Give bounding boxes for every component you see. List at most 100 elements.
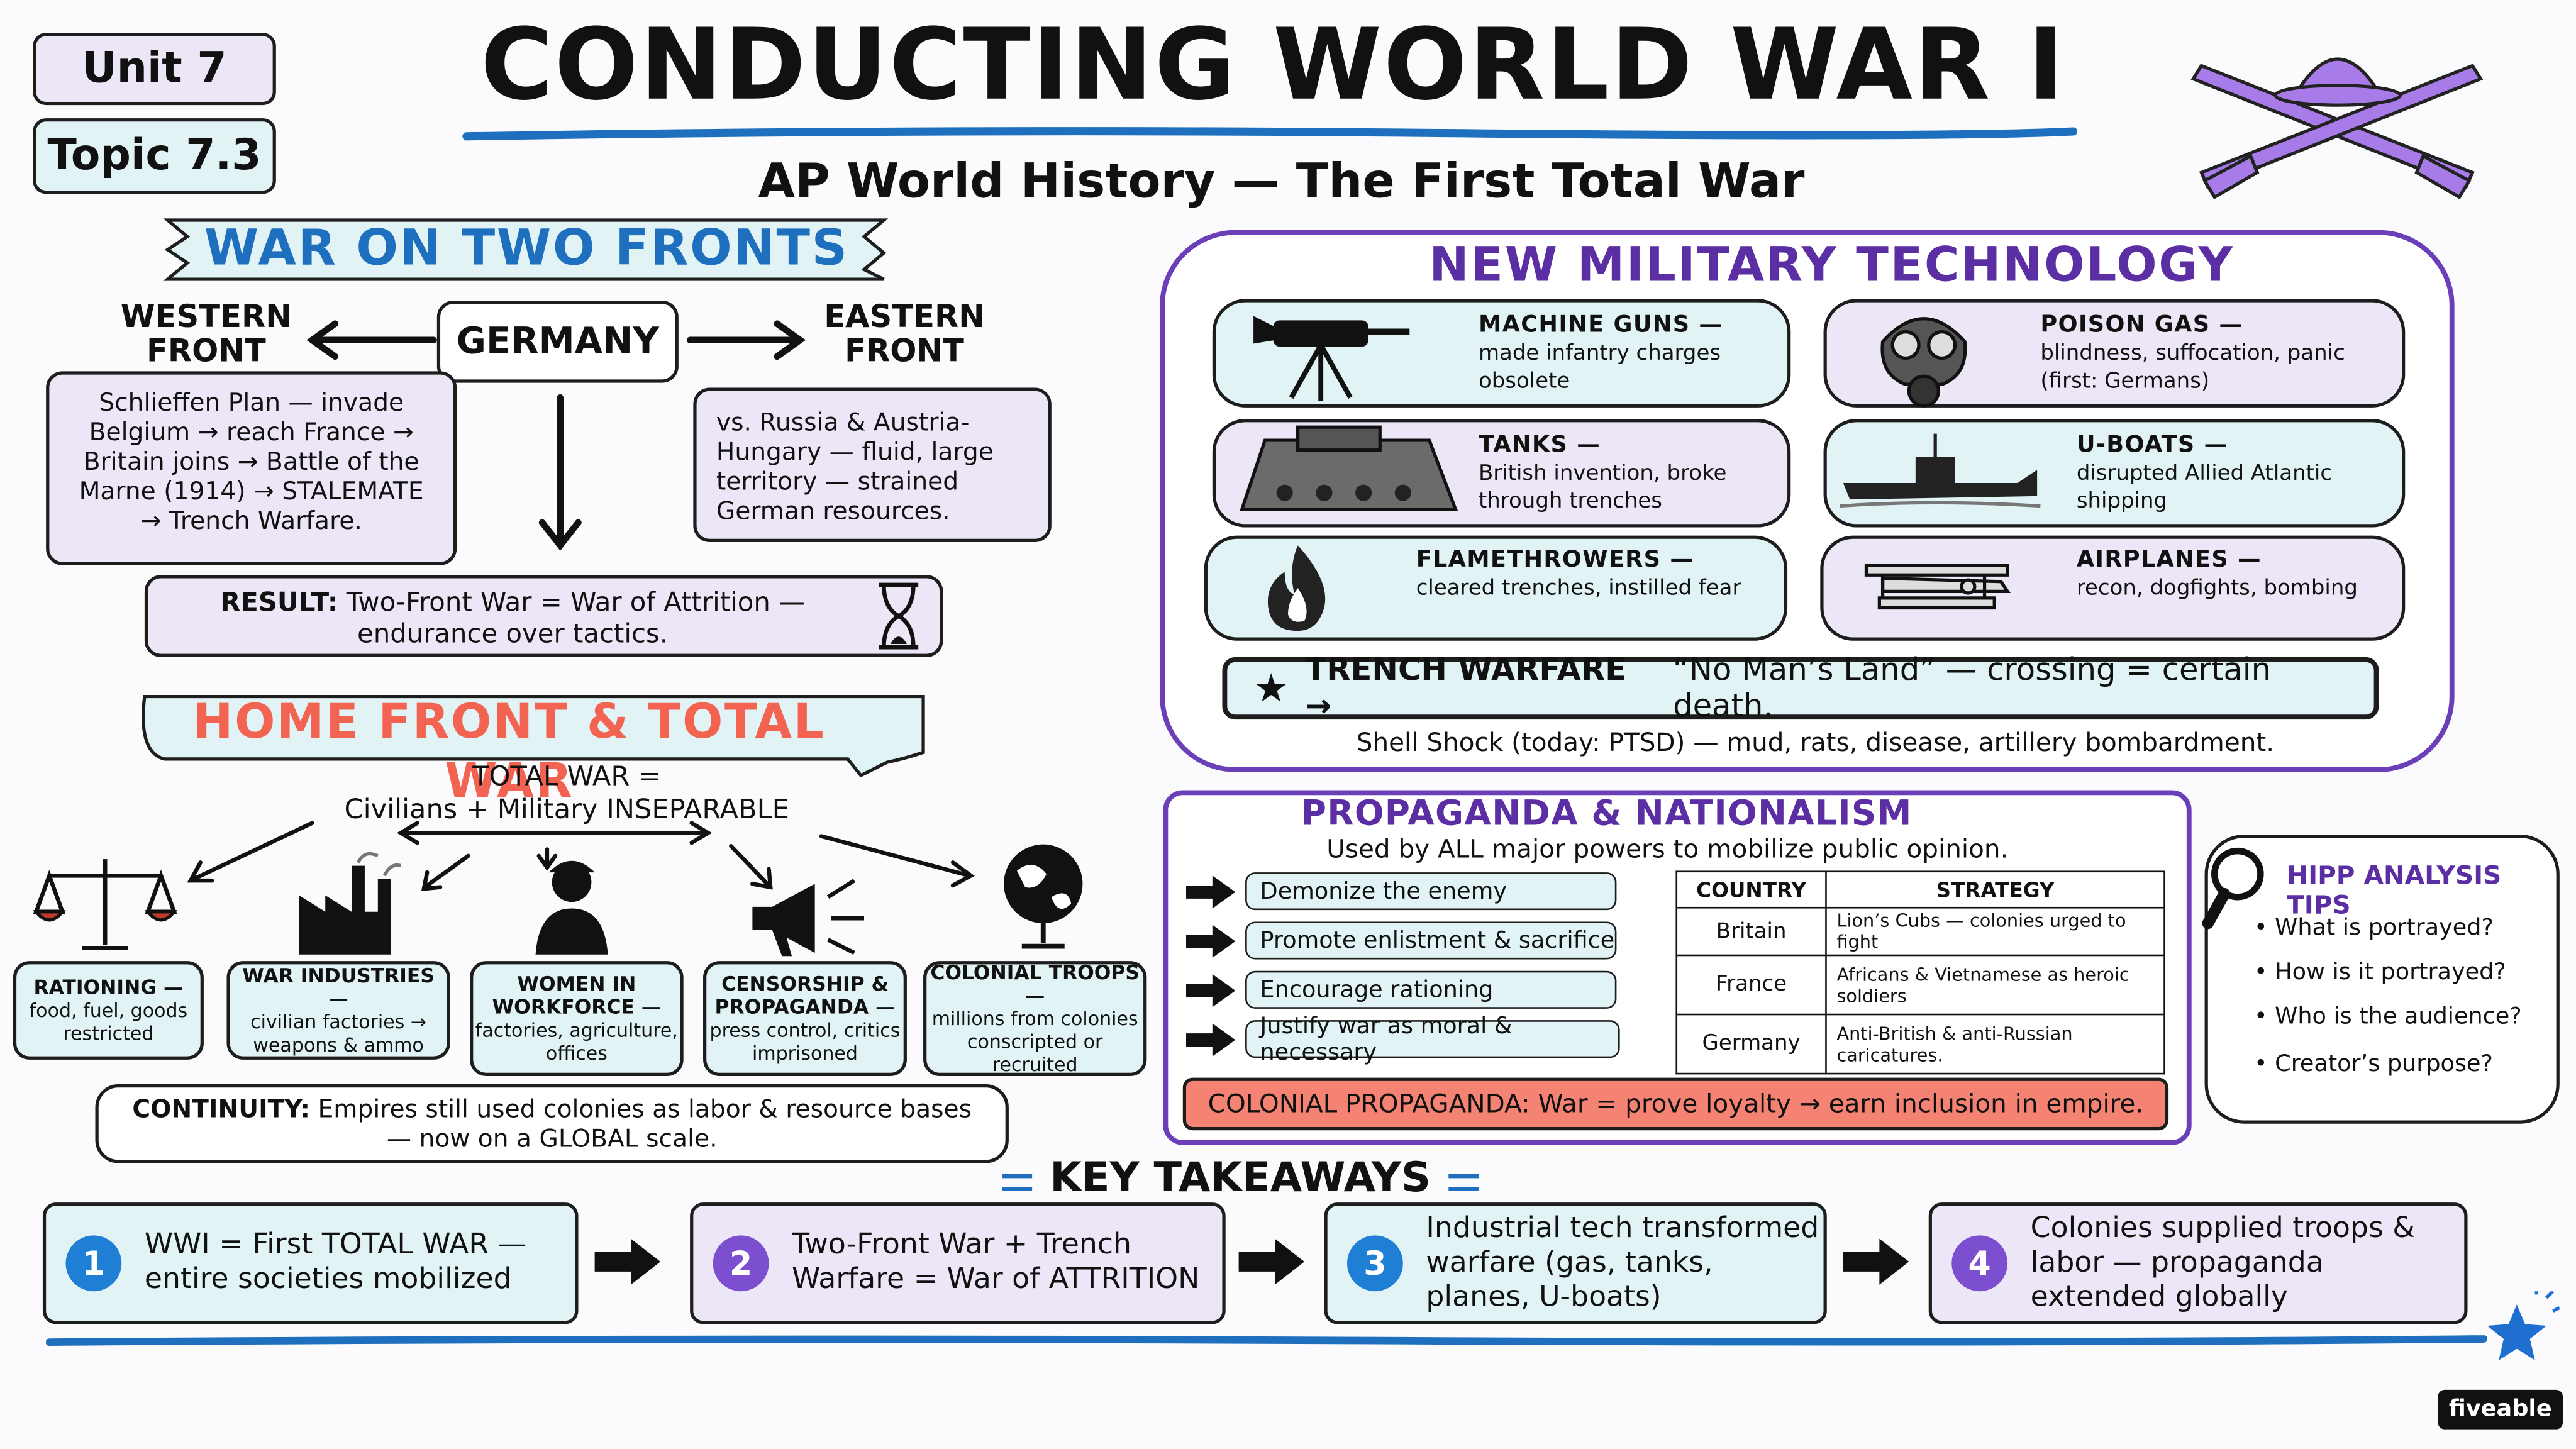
takeaway-card-3: 3 Industrial tech transformed warfare (g… — [1324, 1202, 1827, 1324]
front-arrows — [306, 320, 806, 551]
flamethrowers-title: FLAMETHROWERS — — [1416, 547, 1694, 574]
bottom-line — [46, 1335, 2487, 1346]
sparkle-star-icon — [2487, 1291, 2560, 1360]
key-takeaways-label: KEY TAKEAWAYS — [1050, 1153, 1431, 1201]
hipp-title: HIPP ANALYSIS TIPS — [2287, 860, 2502, 920]
page-title: CONDUCTING WORLD WAR I — [480, 8, 2066, 123]
home-front-banner-shape — [142, 694, 925, 778]
home-front-arrows — [187, 821, 975, 891]
biplane-icon — [1864, 563, 2011, 610]
decor-lines-left: ⚌ — [998, 1153, 1050, 1201]
total-war-line1: TOTAL WAR = — [472, 760, 662, 792]
western-front-label: WESTERN FRONT — [120, 299, 292, 370]
continuity-text: Empires still used colonies as labor & r… — [318, 1094, 972, 1153]
continuity-box: CONTINUITY: Empires still used colonies … — [95, 1084, 1009, 1163]
technology-banner: NEW MILITARY TECHNOLOGY — [1429, 236, 2235, 292]
censorship-title: CENSORSHIP & PROPAGANDA — — [714, 972, 896, 1019]
key-takeaways-title: ⚌ KEY TAKEAWAYS ⚌ — [985, 1153, 1495, 1202]
flame-icon — [1267, 545, 1326, 631]
colonial-troops-box: COLONIAL TROOPS — millions from colonies… — [923, 961, 1147, 1076]
takeaway-card-1: 1 WWI = First TOTAL WAR — entire societi… — [42, 1202, 579, 1324]
rationing-box: RATIONING — food, fuel, goods restricted — [13, 961, 204, 1060]
takeaway-number: 1 — [65, 1235, 122, 1292]
u-boats-title: U-BOATS — — [2076, 432, 2228, 458]
home-front-banner: HOME FRONT & TOTAL WAR — [193, 693, 826, 809]
takeaway-number: 3 — [1347, 1235, 1403, 1292]
strategy-justify: Justify war as moral & necessary — [1245, 1013, 1620, 1065]
propaganda-banner: PROPAGANDA & NATIONALISM — [1301, 793, 1913, 833]
censorship-box: CENSORSHIP & PROPAGANDA — press control,… — [703, 961, 907, 1076]
topic-badge: Topic 7.3 — [33, 118, 276, 194]
continuity-label: CONTINUITY: — [132, 1094, 311, 1124]
u-boats-desc: disrupted Allied Atlantic shipping — [2076, 462, 2333, 514]
women-workforce-box: WOMEN IN WORKFORCE — factories, agricult… — [470, 961, 684, 1076]
colonial-troops-title: COLONIAL TROOPS — — [930, 961, 1140, 1008]
table-cell-country: France — [1675, 954, 1827, 1016]
table-header-country: COUNTRY — [1675, 870, 1827, 909]
airplanes-desc: recon, dogfights, bombing — [2076, 576, 2358, 602]
factory-icon — [299, 852, 401, 955]
crossed-rifles-helmet-icon — [2190, 57, 2484, 200]
table-cell-strategy: Lion’s Cubs — colonies urged to fight — [1825, 906, 2165, 957]
machine-guns-text: MACHINE GUNS — made infantry charges obs… — [1479, 312, 1782, 396]
machine-guns-title: MACHINE GUNS — — [1478, 312, 1723, 339]
strategy-rationing: Encourage rationing — [1245, 970, 1617, 1009]
poison-gas-title: POISON GAS — — [2040, 312, 2243, 339]
shell-shock-text: Shell Shock (today: PTSD) — mud, rats, d… — [1356, 728, 2275, 758]
trench-warfare-label: TRENCH WARFARE → — [1305, 652, 1627, 724]
tank-icon — [1240, 425, 1458, 511]
hipp-tip: • Who is the audience? — [2253, 1004, 2522, 1030]
strategy-demonize: Demonize the enemy — [1245, 872, 1617, 911]
poison-gas-text: POISON GAS — blindness, suffocation, pan… — [2040, 312, 2394, 396]
takeaway-number: 4 — [1951, 1235, 2008, 1292]
page-subtitle: AP World History — The First Total War — [758, 152, 1805, 209]
strategy-enlistment: Promote enlistment & sacrifice — [1245, 921, 1617, 960]
germany-box: GERMANY — [436, 301, 679, 383]
total-war-definition: TOTAL WAR = Civilians + Military INSEPAR… — [279, 760, 854, 826]
scales-icon — [33, 859, 178, 950]
megaphone-icon — [752, 879, 865, 957]
table-cell-country: Germany — [1675, 1013, 1827, 1075]
eastern-front-label: EASTERN FRONT — [824, 299, 985, 370]
censorship-text: press control, critics imprisoned — [709, 1018, 901, 1065]
war-industries-box: WAR INDUSTRIES — civilian factories → we… — [226, 961, 450, 1060]
hipp-tip: • What is portrayed? — [2253, 914, 2494, 941]
decor-lines-right: ⚌ — [1431, 1153, 1482, 1201]
title-underline — [462, 127, 2078, 141]
women-workforce-title: WOMEN IN WORKFORCE — — [492, 972, 662, 1019]
war-industries-title: WAR INDUSTRIES — — [242, 964, 435, 1011]
eastern-front-box: vs. Russia & Austria-Hungary — fluid, la… — [693, 387, 1052, 543]
gas-mask-icon — [1880, 317, 1967, 408]
propaganda-table: COUNTRY STRATEGY Britain Lion’s Cubs — c… — [1675, 870, 2165, 1075]
woman-worker-icon — [535, 860, 608, 955]
propaganda-intro: Used by ALL major powers to mobilize pub… — [1326, 834, 2009, 865]
trench-warfare-text: “No Man’s Land” — crossing = certain dea… — [1673, 652, 2272, 724]
tanks-title: TANKS — — [1478, 432, 1601, 458]
strategy-arrows — [1186, 875, 1236, 1057]
result-text: Two-Front War = War of Attrition — endur… — [346, 586, 805, 649]
machine-gun-icon — [1253, 316, 1410, 401]
women-workforce-text: factories, agriculture, offices — [475, 1018, 678, 1065]
table-cell-country: Britain — [1675, 906, 1827, 957]
submarine-icon — [1840, 433, 2041, 508]
takeaway-text: Two-Front War + Trench Warfare = War of … — [792, 1228, 1200, 1297]
star-icon: ★ — [1253, 665, 1289, 712]
hipp-panel — [2204, 834, 2560, 1124]
western-front-box: Schlieffen Plan — invade Belgium → reach… — [46, 371, 457, 565]
colonial-troops-text: millions from colonies conscripted or re… — [931, 1007, 1138, 1076]
hourglass-icon — [879, 582, 919, 650]
takeaway-text: WWI = First TOTAL WAR — entire societies… — [144, 1228, 527, 1297]
trench-warfare-box: ★ TRENCH WARFARE → “No Man’s Land” — cro… — [1222, 652, 2379, 724]
rationing-text: food, fuel, goods restricted — [29, 999, 188, 1045]
magnifier-icon — [2202, 847, 2264, 930]
flamethrowers-desc: cleared trenches, instilled fear — [1416, 576, 1741, 602]
poison-gas-desc: blindness, suffocation, panic (first: Ge… — [2040, 341, 2345, 394]
colonial-propaganda-box: COLONIAL PROPAGANDA: War = prove loyalty… — [1182, 1077, 2169, 1131]
hipp-tip: • How is it portrayed? — [2253, 959, 2506, 986]
result-box: RESULT: Two-Front War = War of Attrition… — [144, 575, 943, 657]
tanks-desc: British invention, broke through trenche… — [1478, 462, 1727, 514]
two-fronts-banner-shape — [163, 218, 889, 281]
flamethrowers-text: FLAMETHROWERS — cleared trenches, instil… — [1416, 547, 1778, 603]
takeaway-number: 2 — [713, 1235, 769, 1292]
